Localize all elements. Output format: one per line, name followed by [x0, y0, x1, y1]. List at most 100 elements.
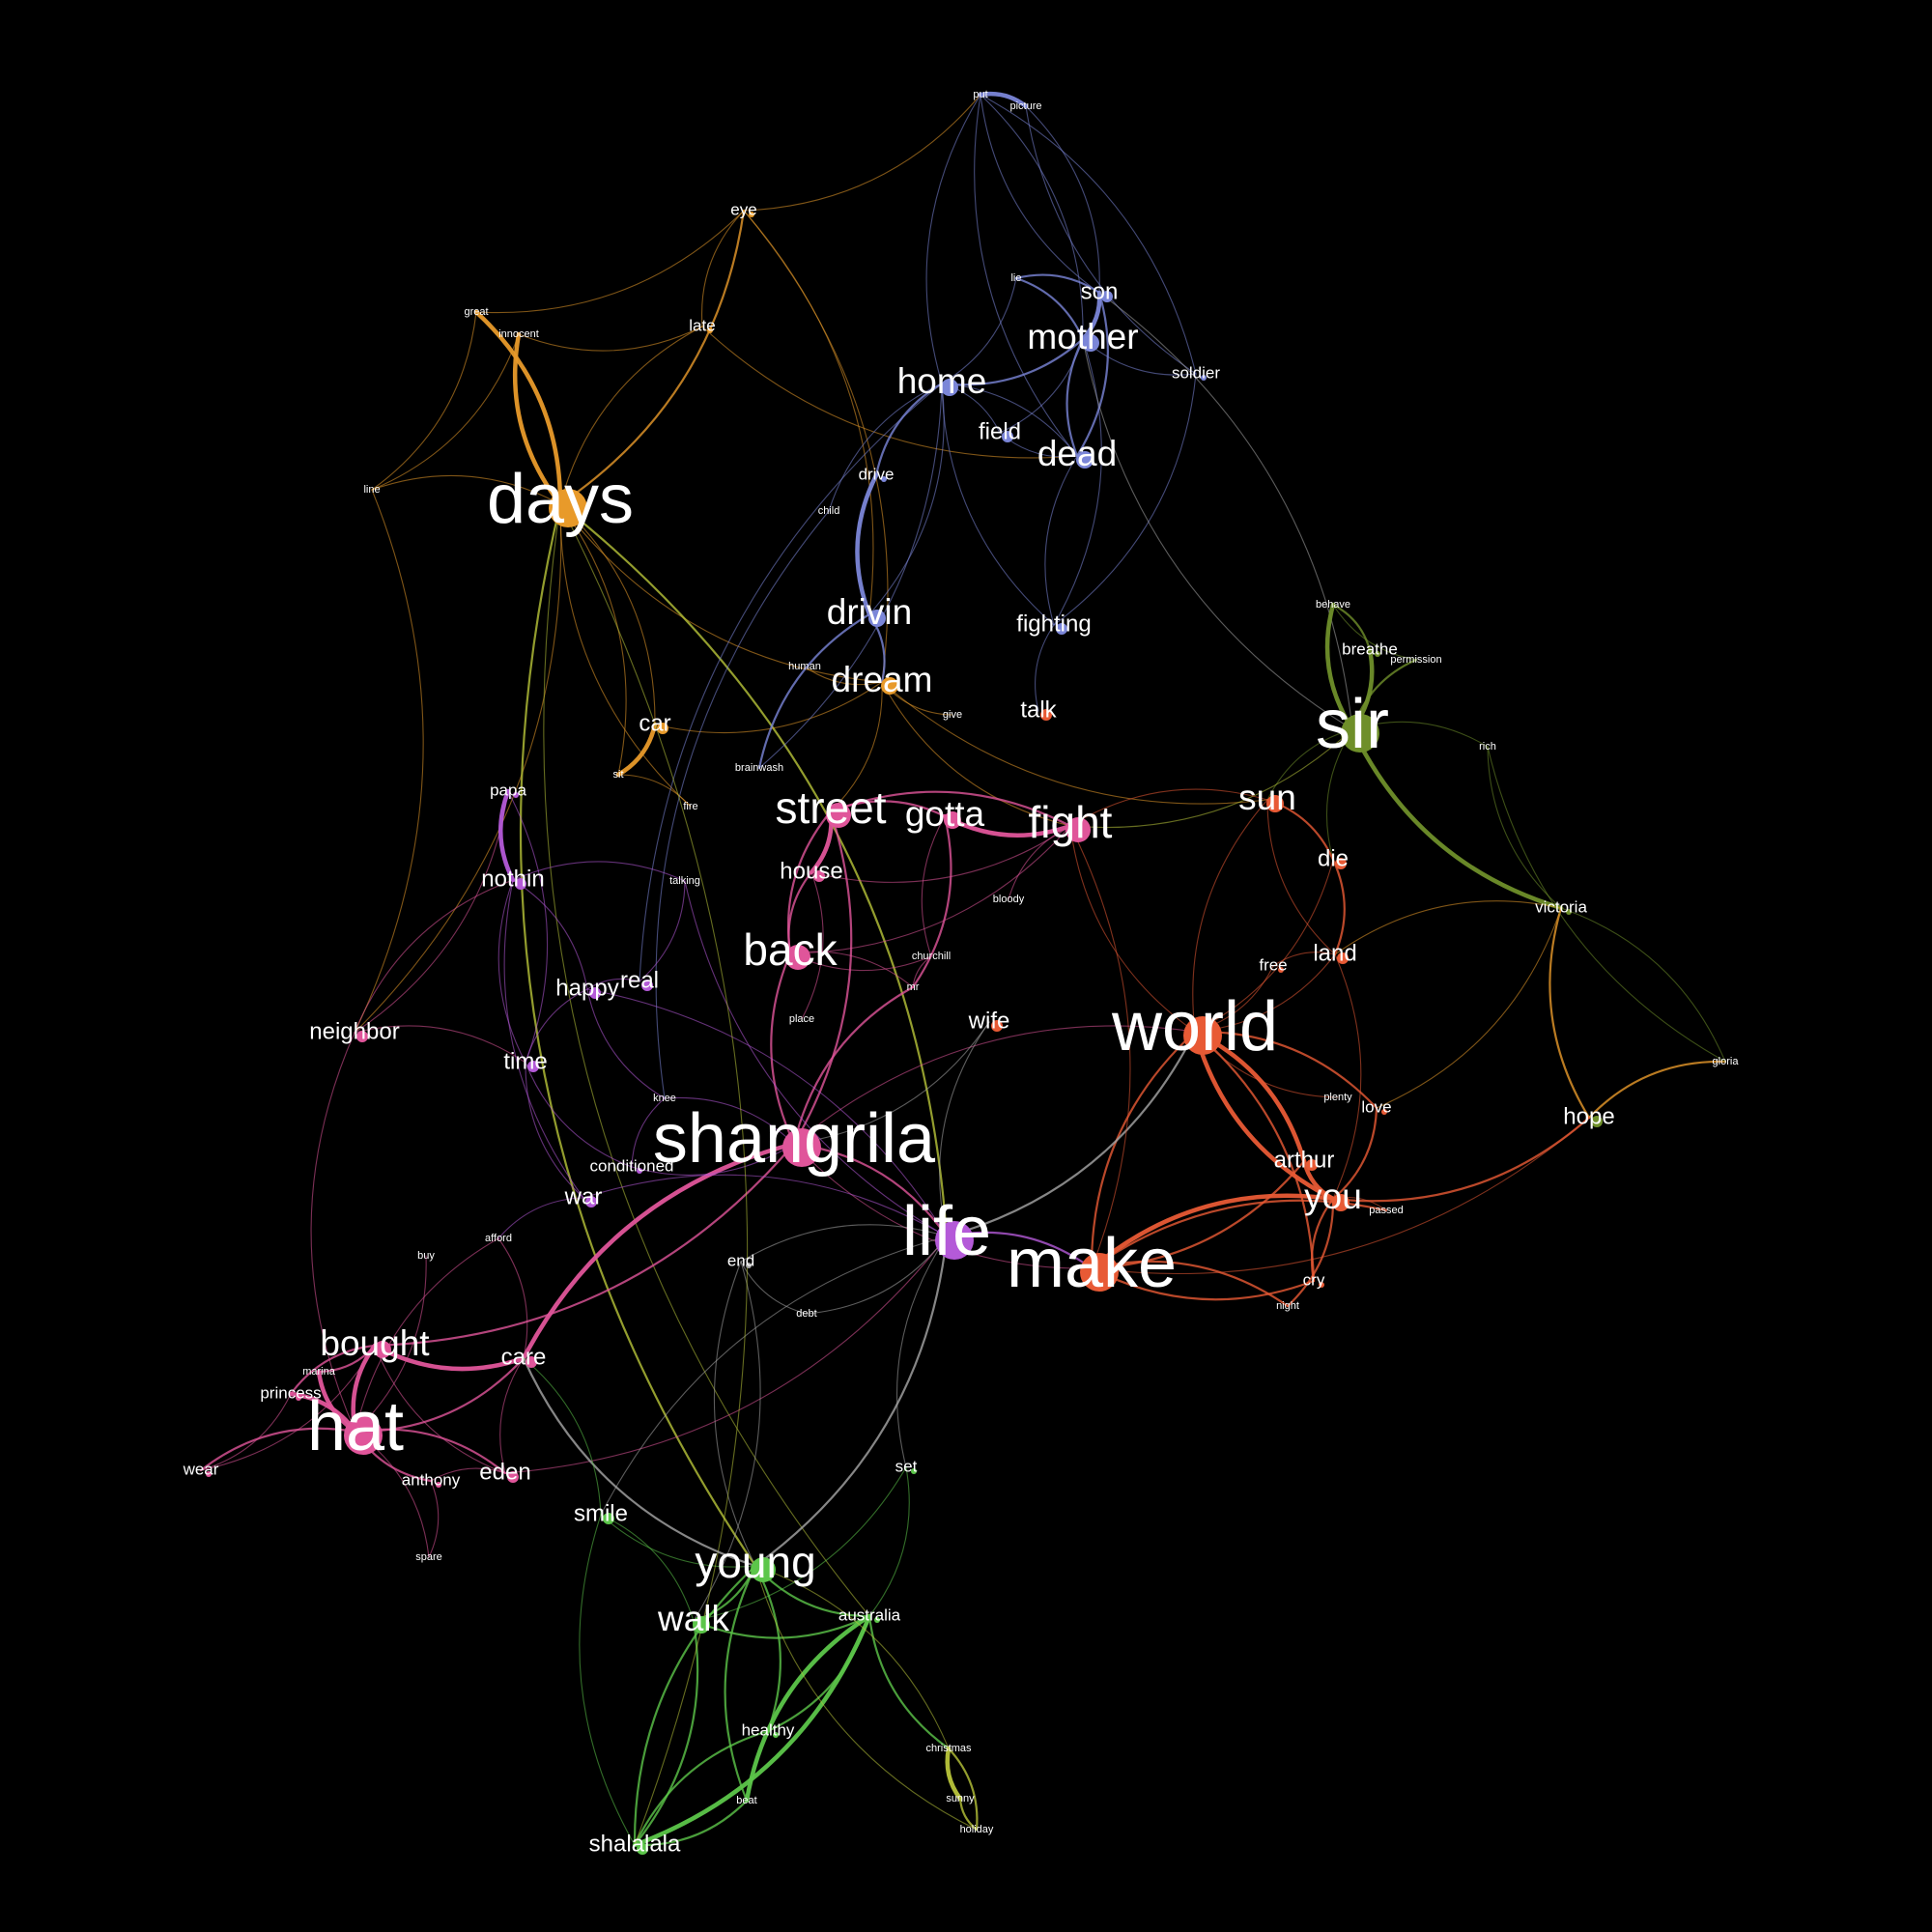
node-field-marker: [1002, 431, 1013, 442]
edge-hat-afford: [355, 1237, 499, 1433]
edge-days-fire: [559, 503, 692, 808]
node-drivin-label: drivin: [827, 592, 912, 632]
edge-son-sir: [1098, 292, 1353, 730]
node-holiday-label: holiday: [960, 1824, 994, 1835]
node-eden-marker: [507, 1471, 519, 1483]
node-home-marker: [941, 379, 958, 396]
node-drivin-marker: [868, 610, 886, 627]
node-gotta-marker: [944, 811, 961, 829]
node-picture-label: picture: [1009, 100, 1041, 112]
node-night-label: night: [1276, 1300, 1299, 1312]
node-put-label: put: [973, 89, 987, 100]
node-eye-marker: [749, 212, 754, 217]
node-healthy-label: healthy: [742, 1720, 795, 1739]
edge-car-dream: [654, 681, 883, 734]
edge-australia-walk: [692, 1614, 871, 1639]
edge-dream-sun: [881, 681, 1268, 805]
edge-neighbor-nothin: [354, 879, 514, 1034]
edge-gotta-churchill: [921, 815, 946, 957]
edge-bought-princess: [289, 1344, 377, 1396]
node-land-label: land: [1313, 940, 1356, 966]
node-sir-label: sir: [1316, 686, 1389, 763]
edge-war-afford: [497, 1197, 584, 1239]
edge-world-die: [1194, 859, 1334, 1033]
edge-victoria-love: [1376, 907, 1562, 1109]
edge-happy-knee: [586, 988, 666, 1099]
node-shalalala-label: shalalala: [589, 1831, 681, 1857]
edge-days-life: [558, 502, 949, 1238]
node-hope-label: hope: [1563, 1103, 1614, 1129]
node-days-marker: [549, 489, 587, 527]
node-breathe-label: breathe: [1342, 639, 1398, 658]
edge-young-beat: [724, 1564, 757, 1803]
edge-home-dead: [941, 383, 1078, 457]
node-anthony-label: anthony: [402, 1470, 461, 1489]
edge-fighting-talk: [1035, 624, 1055, 712]
edge-mother-dead: [1065, 337, 1085, 458]
edge-hat-wear: [199, 1427, 357, 1472]
node-world-label: world: [1111, 988, 1278, 1065]
node-hat-marker: [344, 1416, 383, 1455]
node-christmas-label: christmas: [925, 1743, 972, 1754]
edge-days-late: [559, 326, 703, 505]
edge-days-car: [559, 503, 656, 725]
node-nothin-marker: [515, 878, 526, 890]
edge-fight-street: [829, 790, 1072, 828]
node-eden-label: eden: [479, 1459, 530, 1485]
edge-bought-care: [372, 1343, 526, 1372]
edge-late-innocent: [518, 326, 703, 352]
edge-talking-real: [639, 880, 686, 982]
edge-young-shalalala: [633, 1564, 757, 1847]
node-mother-marker: [1082, 334, 1099, 352]
node-bought-marker: [374, 1341, 391, 1358]
node-child-label: child: [818, 505, 840, 517]
edge-line-great: [371, 311, 477, 491]
node-love-label: love: [1361, 1097, 1391, 1116]
node-shangrila-label: shangrila: [653, 1100, 936, 1178]
node-mr-label: mr: [907, 981, 920, 993]
edge-put-mother: [980, 94, 1084, 340]
node-wife-label: wife: [968, 1008, 1010, 1034]
edge-care-young: [522, 1356, 757, 1568]
edge-end-young: [713, 1261, 756, 1567]
edge-sir-fight: [1069, 728, 1353, 829]
node-world-marker: [1183, 1016, 1222, 1055]
edge-anthony-spare: [428, 1480, 440, 1558]
node-you-marker: [1332, 1194, 1350, 1211]
node-time-label: time: [503, 1048, 547, 1074]
edge-eye-late: [701, 210, 745, 327]
edge-knee-conditioned: [631, 1097, 666, 1168]
edge-sit-fire: [617, 774, 692, 808]
edge-picture-son: [1025, 105, 1100, 294]
edge-world-you: [1192, 1029, 1336, 1202]
edge-son-lie: [1014, 273, 1101, 295]
node-talk-label: talk: [1020, 696, 1057, 723]
node-son-marker: [1101, 291, 1113, 302]
node-late-label: late: [689, 316, 715, 334]
node-sun-marker: [1266, 795, 1284, 812]
edge-victoria-hope: [1548, 906, 1591, 1120]
node-innocent-label: innocent: [498, 328, 539, 340]
edge-home-drive: [874, 382, 944, 477]
node-talk-marker: [1040, 709, 1052, 721]
node-care-marker: [526, 1356, 537, 1368]
edge-sun-fight: [1069, 788, 1268, 827]
node-real-marker: [641, 980, 653, 991]
edge-happy-life: [586, 988, 948, 1237]
edge-soldier-fighting: [1053, 373, 1197, 626]
node-walk-marker: [693, 1616, 710, 1634]
node-end-marker: [746, 1263, 752, 1268]
edge-days-shalalala: [559, 503, 749, 1846]
node-bought-label: bought: [320, 1323, 430, 1363]
node-victoria-label: victoria: [1535, 897, 1587, 916]
node-home-label: home: [897, 361, 987, 401]
edge-mother-sir: [1082, 338, 1353, 730]
node-soldier-label: soldier: [1172, 363, 1220, 382]
edge-world-cry: [1193, 1030, 1316, 1283]
node-victoria-marker: [1566, 909, 1572, 915]
edge-eye-great: [475, 210, 745, 314]
node-arthur-label: arthur: [1274, 1147, 1335, 1173]
edge-time-happy: [525, 988, 588, 1064]
edge-shangrila-care: [521, 1141, 797, 1361]
